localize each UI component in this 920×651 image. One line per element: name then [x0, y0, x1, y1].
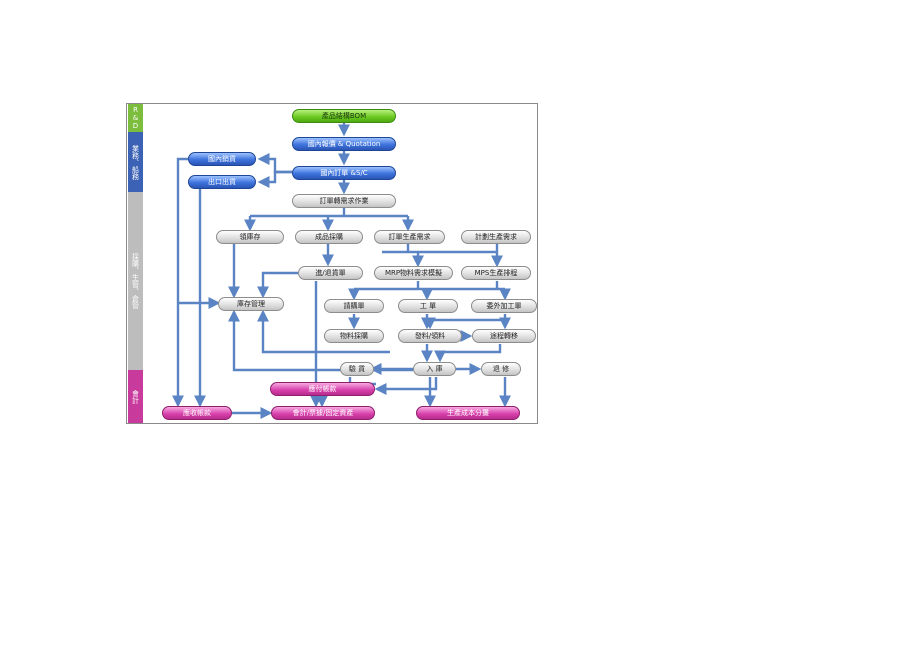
node-rework: 退 修 — [481, 362, 521, 376]
node-bom: 產品結構BOM — [292, 109, 396, 123]
node-requisition: 請購單 — [324, 299, 384, 313]
band-sales-shipping: 業務、船務 — [128, 132, 143, 192]
node-domestic-sales: 國內銷貨 — [188, 152, 256, 166]
node-accounting: 會計/票據/固定資產 — [271, 406, 375, 420]
arrow-production-branch — [382, 244, 497, 254]
node-issue-material: 發料/領料 — [398, 329, 462, 343]
node-inspection: 驗 貨 — [340, 362, 374, 376]
node-purchase-finished: 成品採購 — [295, 230, 363, 244]
node-payable: 應付帳款 — [270, 382, 375, 396]
node-cost-allocation: 生產成本分攤 — [416, 406, 520, 420]
node-quotation: 國內報價 & Quotation — [292, 137, 396, 151]
arrow-outsource-issue — [424, 314, 507, 330]
arrow-order-export — [257, 170, 292, 188]
node-mps: MPS生產排程 — [461, 266, 531, 280]
node-plan-production: 計劃生產需求 — [461, 230, 531, 244]
node-order-production: 訂單生產需求 — [374, 230, 445, 244]
arrow-order-domestic-sales — [257, 153, 292, 174]
arrow-inventory-loop-left — [228, 309, 413, 372]
band-accounting: 會計 — [128, 370, 143, 423]
node-work-order: 工 單 — [398, 299, 458, 313]
node-transfer: 途程轉移 — [472, 329, 536, 343]
node-warehouse-in: 入 庫 — [413, 362, 456, 376]
node-material-purchase: 物料採購 — [324, 329, 384, 343]
node-order: 國內訂單 &S/C — [292, 166, 396, 180]
arrow-demand-branch — [250, 208, 408, 218]
node-order-demand: 訂單轉需求作業 — [292, 194, 396, 208]
arrow-mrp-mps-branch — [354, 281, 505, 291]
node-issue-stock: 領庫存 — [216, 230, 284, 244]
arrow-loop-inventory — [257, 309, 390, 354]
node-outsource: 委外加工單 — [471, 299, 537, 313]
arrow-in-return-inventory — [257, 271, 298, 299]
arrow-transfer-warehouse — [434, 344, 502, 363]
node-mrp: MRP物料需求模擬 — [374, 266, 453, 280]
arrow-warehouse-payable — [374, 377, 438, 395]
node-inventory: 庫存管理 — [218, 297, 284, 311]
band-purchasing-production-warehouse: 採購、生管、倉管 — [128, 192, 143, 370]
node-in-return: 進/退貨單 — [298, 266, 363, 280]
arrow-domestic-sales-receivable — [172, 157, 188, 408]
node-export: 出口出貨 — [188, 175, 256, 189]
band-rd: R&D — [128, 104, 143, 132]
node-receivable: 應收帳款 — [162, 406, 232, 420]
